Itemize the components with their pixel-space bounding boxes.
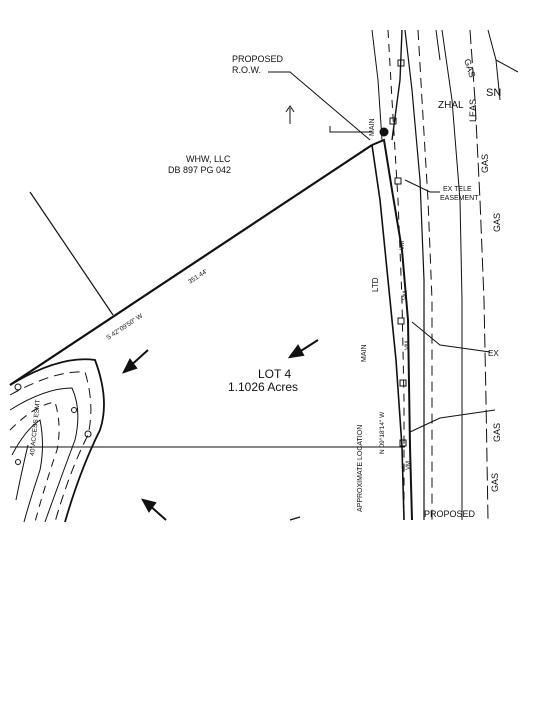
label-gas-3: GAS: [492, 213, 502, 232]
label-proposed-row-2: R.O.W.: [232, 65, 261, 75]
ex-leader: [411, 321, 491, 353]
monument: [15, 459, 21, 465]
road-marker: [399, 379, 407, 387]
arrow: [122, 349, 149, 374]
access-curve-1: [9, 358, 105, 522]
label-gas-1: GAS: [462, 58, 477, 79]
leader-line: [29, 191, 114, 316]
monument: [379, 127, 389, 137]
label-distance-top: 351.44': [187, 268, 208, 285]
access-curve-3: [9, 387, 79, 522]
label-bearing-right: N 09°18'14" W: [378, 411, 386, 454]
access-curve-6: [15, 444, 29, 501]
road-edge-dashed-2: [417, 30, 433, 520]
lot-line-east-2: [371, 144, 405, 521]
easement-leader: [404, 179, 440, 193]
lot-line-east: [371, 138, 413, 521]
label-sn: SN: [486, 87, 501, 99]
label-owner-name: WHW, LLC: [186, 154, 231, 164]
road-marker: [394, 177, 402, 185]
access-curve-2: [9, 371, 92, 522]
road-marker: [389, 117, 397, 125]
label-approx-location: APPROXIMATE LOCATION: [357, 425, 364, 512]
label-lot-area: 1.1026 Acres: [228, 380, 298, 394]
label-owner-deed: DB 897 PG 042: [168, 165, 231, 175]
road-marker: [397, 317, 405, 325]
label-leas: LEAS: [468, 99, 478, 122]
label-tag-2: VM: [403, 291, 409, 300]
row-bracket: [329, 126, 372, 133]
label-gas-4: GAS: [492, 423, 502, 442]
road-edge-1: [371, 30, 383, 141]
label-gas-5: GAS: [490, 473, 500, 492]
label-tag-1: VM: [400, 241, 406, 250]
road-marker: [399, 439, 407, 447]
arrow: [141, 498, 167, 521]
label-proposed-bottom: PROPOSED: [424, 509, 476, 519]
road-edge-3: [404, 30, 425, 520]
label-main-mid: MAIN: [361, 345, 368, 363]
lot-line-northwest: [9, 144, 373, 386]
bottom-leader: [409, 409, 496, 433]
monument: [14, 383, 22, 391]
label-gas-2: GAS: [480, 154, 490, 173]
road-edge-dashed-1: [387, 30, 405, 520]
label-access-esmt: 40' ACCESS ESMT: [29, 399, 42, 456]
label-bearing-top: S 42°09'50" W: [105, 311, 145, 341]
arrow-stub: [289, 516, 301, 521]
arrow: [287, 339, 319, 359]
road-marker: [397, 59, 405, 67]
label-ex-tele-2: EASEMENT: [440, 195, 479, 202]
gas-line-4: [435, 30, 441, 61]
monument: [84, 430, 92, 438]
label-main-top: MAIN: [369, 119, 376, 137]
road-edge-2: [391, 30, 403, 141]
label-proposed-row-1: PROPOSED: [232, 54, 284, 64]
label-ex-tele-1: EX TELE: [443, 186, 472, 193]
access-curve-4: [9, 401, 60, 522]
row-leader: [268, 71, 371, 141]
label-lot-name: LOT 4: [258, 367, 291, 381]
label-tag-3: VM: [405, 341, 411, 350]
monument: [71, 407, 77, 413]
label-ex: EX: [488, 349, 499, 358]
label-zhal: ZHAL: [438, 100, 464, 111]
label-tag-4: VM: [406, 461, 412, 470]
access-curve-5: [11, 419, 43, 522]
gas-line-5: [495, 59, 518, 73]
row-arrow-head: [285, 105, 295, 113]
label-ltd: LTD: [371, 277, 380, 292]
gas-line-1: [441, 30, 463, 520]
gas-line-2: [469, 30, 489, 521]
